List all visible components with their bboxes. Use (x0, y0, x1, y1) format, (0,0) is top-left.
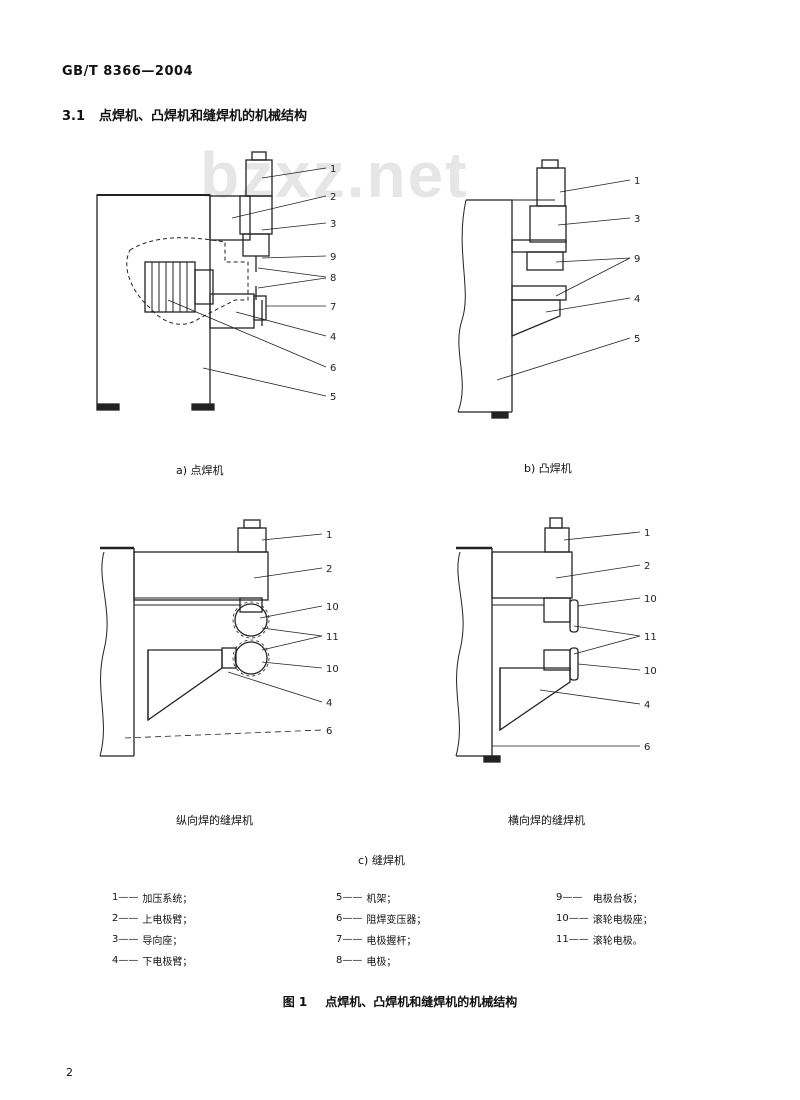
callout-number: 1 (644, 528, 650, 539)
diagram-seam-welder-longitudinal (99, 519, 323, 757)
legend-number: 2—— (112, 913, 139, 924)
callout-number: 2 (330, 192, 336, 203)
callout-number: 5 (330, 392, 336, 403)
callout-number: 6 (644, 742, 650, 753)
callout-number: 6 (326, 726, 332, 737)
legend-text: 加压系统； (142, 894, 193, 905)
legend-text: 导向座； (142, 936, 183, 947)
callout-number: 4 (644, 700, 650, 711)
legend-text: 滚轮电极。 (592, 936, 643, 947)
caption-c: c) 缝焊机 (358, 854, 405, 867)
callout-number: 9 (330, 252, 336, 263)
legend-text: 机架； (366, 894, 397, 905)
legend-number: 11—— (556, 934, 589, 945)
section-number: 3.1 (62, 109, 86, 124)
legend-item: 11——滚轮电极。 (556, 932, 653, 953)
callout-number: 4 (326, 698, 332, 709)
caption-b: b) 凸焊机 (524, 462, 572, 475)
legend-item: 2——上电极臂； (112, 911, 192, 932)
legend-item: 3——导向座； (112, 932, 192, 953)
callout-number: 2 (644, 561, 650, 572)
legend-number: 10—— (556, 913, 589, 924)
legend-number: 9—— (556, 892, 583, 903)
callout-number: 4 (634, 294, 640, 305)
legend-number: 4—— (112, 955, 139, 966)
page-number: 2 (66, 1066, 73, 1079)
legend-text: 电极台板； (592, 894, 643, 905)
legend-item: 7——电极握杆； (336, 932, 426, 953)
legend-number: 5—— (336, 892, 363, 903)
diagram-spot-welder (96, 151, 327, 411)
diagram-seam-welder-transverse (455, 517, 641, 763)
legend-number: 6—— (336, 913, 363, 924)
legend-text: 滚轮电极座； (592, 915, 653, 926)
callout-number: 2 (326, 564, 332, 575)
callout-number: 4 (330, 332, 336, 343)
legend-col-3: 9——电极台板；10——滚轮电极座；11——滚轮电极。 (556, 890, 653, 953)
callout-number: 11 (326, 632, 339, 643)
legend-item: 5——机架； (336, 890, 426, 911)
legend-col-1: 1——加压系统；2——上电极臂；3——导向座；4——下电极臂； (112, 890, 192, 974)
legend-number: 8—— (336, 955, 363, 966)
callout-number: 7 (330, 302, 336, 313)
figure-title: 图 1 点焊机、凸焊机和缝焊机的机械结构 (0, 993, 800, 1010)
legend-number: 7—— (336, 934, 363, 945)
callout-number: 1 (634, 176, 640, 187)
callout-number: 8 (330, 273, 336, 284)
watermark: bzxz.net (200, 139, 469, 211)
standard-code: GB/T 8366—2004 (62, 64, 194, 79)
callout-number: 11 (644, 632, 657, 643)
callout-number: 10 (644, 666, 657, 677)
legend-text: 电极握杆； (366, 936, 417, 947)
callout-number: 5 (634, 334, 640, 345)
callout-number: 1 (326, 530, 332, 541)
section-title: 点焊机、凸焊机和缝焊机的机械结构 (99, 109, 308, 124)
callout-number: 9 (634, 254, 640, 265)
caption-c-right: 横向焊的缝焊机 (508, 814, 585, 827)
legend-number: 3—— (112, 934, 139, 945)
callout-number: 6 (330, 363, 336, 374)
legend-item: 9—— 电极台板； (556, 890, 653, 911)
legend-item: 4——下电极臂； (112, 953, 192, 974)
legend-number: 1—— (112, 892, 139, 903)
callout-number: 10 (644, 594, 657, 605)
legend-item: 1——加压系统； (112, 890, 192, 911)
callout-number: 10 (326, 602, 339, 613)
legend-col-2: 5——机架；6——阻焊变压器；7——电极握杆；8——电极； (336, 890, 426, 974)
legend-text: 上电极臂； (142, 915, 193, 926)
callout-number: 1 (330, 164, 336, 175)
legend-text: 下电极臂； (142, 957, 193, 968)
legend-item: 8——电极； (336, 953, 426, 974)
callout-number: 3 (634, 214, 640, 225)
figure-label: 图 1 (282, 995, 308, 1009)
legend-item: 10——滚轮电极座； (556, 911, 653, 932)
figure-title-text: 点焊机、凸焊机和缝焊机的机械结构 (325, 995, 518, 1009)
callout-number: 3 (330, 219, 336, 230)
section-heading: 3.1 点焊机、凸焊机和缝焊机的机械结构 (62, 105, 307, 124)
caption-c-left: 纵向焊的缝焊机 (176, 814, 253, 827)
legend-text: 阻焊变压器； (366, 915, 427, 926)
caption-a: a) 点焊机 (176, 464, 224, 477)
legend-item: 6——阻焊变压器； (336, 911, 426, 932)
callout-number: 10 (326, 664, 339, 675)
legend-text: 电极； (366, 957, 397, 968)
diagram-projection-welder (457, 159, 631, 419)
